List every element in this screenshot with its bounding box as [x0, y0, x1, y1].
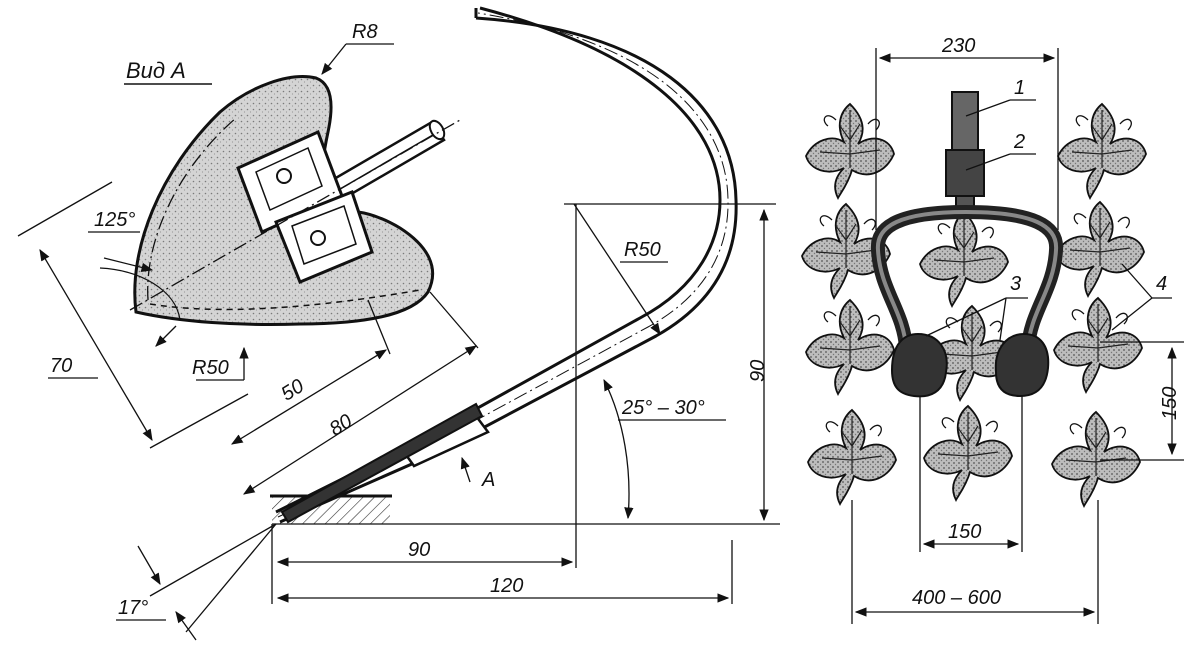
dim-90-label: 90	[408, 539, 430, 561]
callout-4: 4	[1156, 273, 1167, 295]
plate-edge-line	[149, 289, 421, 311]
dim-70-line	[39, 248, 153, 442]
blade-right	[994, 332, 1050, 398]
tine-blade	[280, 402, 484, 524]
dim-150-inner-label: 150	[948, 521, 981, 543]
dim-70-label: 70	[50, 355, 72, 377]
r50-bend-leader	[573, 203, 661, 335]
plant-leaf	[923, 405, 1013, 501]
angle-25-30-arc	[603, 378, 634, 520]
layout-view: 230 1 2 3 4 150 150	[801, 35, 1184, 624]
tine-inner-edge	[279, 16, 738, 524]
angle-17-arrow-b	[175, 611, 197, 641]
view-a-plate: Вид А R8 125°	[17, 21, 479, 495]
tine-outer-edge	[275, 6, 722, 514]
r50-inner-label: R50	[192, 357, 229, 379]
shaft-part-1	[951, 91, 979, 153]
plant-leaf	[807, 409, 897, 505]
dim-80-label: 80	[326, 410, 357, 440]
plate-clamp	[236, 129, 374, 284]
plant-leaf	[1053, 297, 1143, 393]
callout-1: 1	[1014, 77, 1025, 99]
callout-2: 2	[1013, 131, 1025, 153]
plant-leaf	[1051, 411, 1141, 507]
tine-centerline	[277, 12, 729, 518]
plant-leaf	[805, 103, 895, 199]
angle-17-label: 17°	[118, 597, 148, 619]
view-a-arrow	[460, 456, 471, 483]
plate-bend-line	[147, 117, 237, 301]
r8-leader	[321, 43, 347, 75]
dim-120-label: 120	[490, 575, 523, 597]
angle-17-arrow-a	[137, 545, 161, 586]
view-a-arrow-label: A	[481, 469, 495, 491]
angle-25-30-label: 25° – 30°	[621, 397, 705, 419]
dim-400-600-label: 400 – 600	[912, 587, 1001, 609]
callout-3: 3	[1010, 273, 1021, 295]
dim-230-label: 230	[941, 35, 975, 57]
tine-side-view: A R50 90 25° – 30° 90 120 17°	[116, 6, 780, 641]
plant-leaf	[919, 211, 1009, 307]
dim-150-vertical-label: 150	[1159, 387, 1181, 420]
plant-leaf	[805, 299, 895, 395]
plant-leaf	[1055, 201, 1145, 297]
dim-height-90-label: 90	[747, 360, 769, 382]
angle-125-label: 125°	[94, 209, 135, 231]
clamp-part-2	[945, 149, 985, 197]
dim-50-line	[231, 349, 387, 445]
plate-axis-line	[129, 119, 461, 311]
r50-bend-label: R50	[624, 239, 661, 261]
plant-leaf	[1057, 103, 1147, 199]
r8-label: R8	[352, 21, 378, 43]
dim-80-line	[243, 345, 477, 495]
blade-left	[890, 332, 948, 398]
view-title: Вид А	[126, 58, 186, 83]
